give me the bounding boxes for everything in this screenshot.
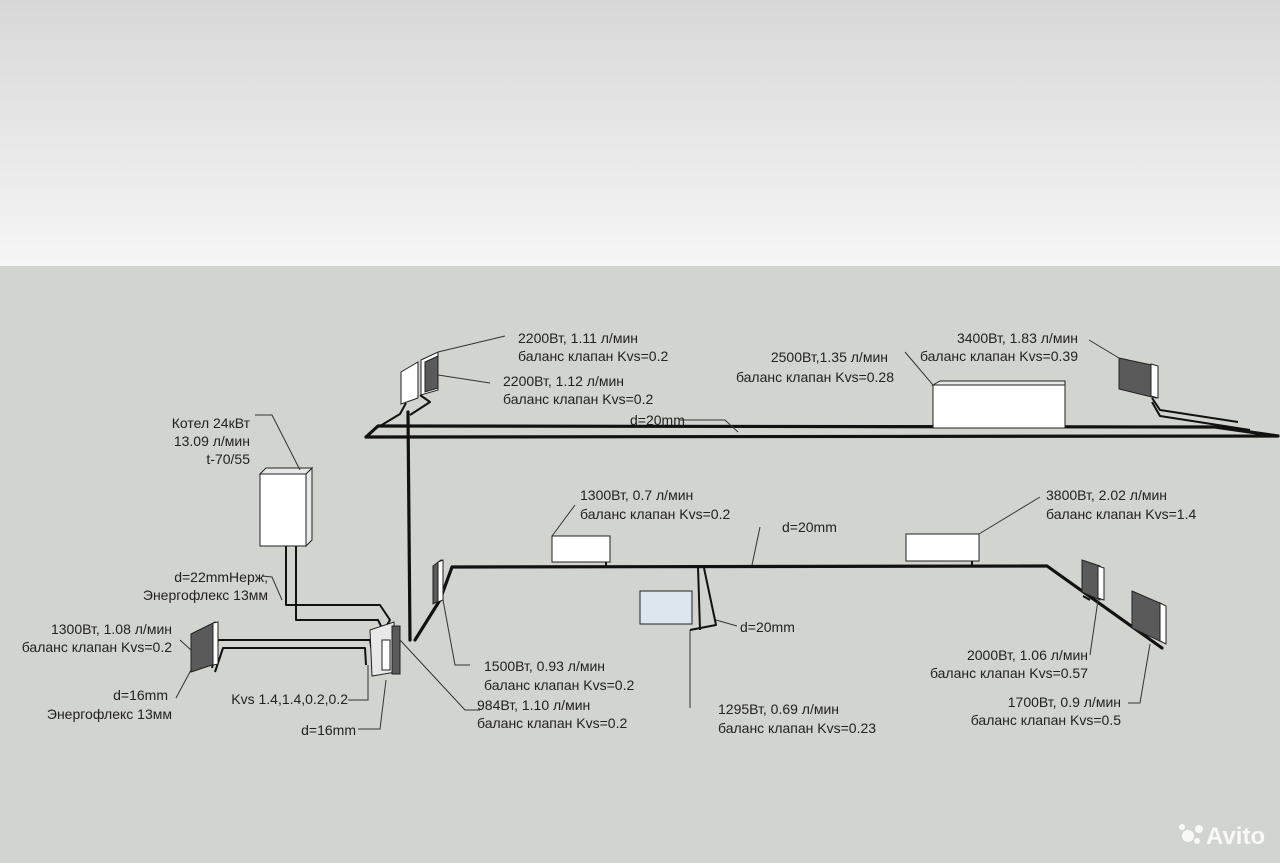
- radiator-top-middle: [931, 380, 1066, 429]
- radiator-lower-e-line1: 1295Вт, 0.69 л/мин: [718, 701, 839, 717]
- radiator-lower-c-line1: 1500Вт, 0.93 л/мин: [484, 658, 605, 674]
- radiator-top-front: [400, 361, 419, 405]
- sky: [0, 0, 1280, 266]
- radiator-lower-g-line2: баланс клапан Kvs=0.5: [971, 712, 1121, 728]
- pipe-lower-main: [438, 564, 1164, 650]
- pipe-network: [211, 394, 1280, 673]
- radiator-lower-c: [432, 559, 444, 605]
- radiator-lower-f-line2: баланс клапан Kvs=0.57: [930, 665, 1088, 681]
- manifold: [369, 621, 401, 677]
- pipe-left-label-2: Энергофлекс 13мм: [47, 706, 172, 722]
- radiator-top-front-line2: баланс клапан Kvs=0.2: [518, 348, 668, 364]
- leader-lines: [175, 335, 1151, 730]
- radiators: [190, 351, 1167, 673]
- pipe-top-main: [364, 424, 1280, 439]
- radiator-top-back-line2: баланс клапан Kvs=0.2: [503, 391, 653, 407]
- radiator-lower-c-line2: баланс клапан Kvs=0.2: [484, 677, 634, 693]
- radiator-lower-e: [639, 590, 693, 625]
- radiator-lower-a-line2: баланс клапан Kvs=0.2: [580, 506, 730, 522]
- manifold-kvs-label: Kvs 1.4,1.4,0.2,0.2: [231, 691, 348, 707]
- radiator-top-right: [1118, 357, 1159, 399]
- avito-watermark: Avito: [1179, 823, 1265, 850]
- avito-text: Avito: [1206, 823, 1265, 850]
- radiator-top-right-line2: баланс клапан Kvs=0.39: [920, 348, 1078, 364]
- radiator-top-back-line1: 2200Вт, 1.12 л/мин: [503, 373, 624, 389]
- pipe-branch-label: d=20mm: [740, 619, 795, 635]
- radiator-lower-g-line1: 1700Вт, 0.9 л/мин: [1008, 694, 1121, 710]
- manifold-d-label: d=16mm: [301, 722, 356, 738]
- radiator-lower-a-line1: 1300Вт, 0.7 л/мин: [580, 487, 693, 503]
- pipe-left-label-1: d=16mm: [113, 687, 168, 703]
- radiator-lower-e-line2: баланс клапан Kvs=0.23: [718, 720, 876, 736]
- radiator-lower-b-line1: 3800Вт, 2.02 л/мин: [1046, 487, 1167, 503]
- labels: Котел 24кВт 13.09 л/мин t-70/55 2200Вт, …: [22, 330, 1197, 738]
- radiator-top-middle-line2: баланс клапан Kvs=0.28: [736, 369, 894, 385]
- radiator-lower-a: [551, 535, 611, 563]
- radiator-lower-g: [1131, 590, 1167, 645]
- boiler-flow: 13.09 л/мин: [174, 433, 250, 449]
- radiator-lower-left: [190, 621, 219, 673]
- pipe-lower-branch: [689, 565, 717, 631]
- radiator-lower-d-line2: баланс клапан Kvs=0.2: [477, 715, 627, 731]
- radiator-top-front-line1: 2200Вт, 1.11 л/мин: [518, 330, 638, 346]
- pipe-top-right-branch: [1151, 397, 1251, 431]
- radiator-lower-f: [1081, 559, 1105, 601]
- ground-plane: [0, 266, 1280, 863]
- radiator-lower-d-line1: 984Вт, 1.10 л/мин: [477, 697, 590, 713]
- pipe-boiler-label-2: Энергофлекс 13мм: [143, 587, 268, 603]
- pipe-lower-main-label: d=20mm: [782, 519, 837, 535]
- pipe-top-left-branch: [379, 394, 431, 427]
- radiator-top-back: [420, 351, 439, 396]
- pipe-top-main-label: d=20mm: [630, 412, 685, 428]
- radiator-lower-b: [905, 533, 980, 562]
- boiler-unit: [258, 466, 314, 548]
- radiator-lower-left-line2: баланс клапан Kvs=0.2: [22, 639, 172, 655]
- avito-logo-icon: [1182, 830, 1194, 842]
- radiator-lower-f-line1: 2000Вт, 1.06 л/мин: [967, 647, 1088, 663]
- radiator-top-middle-line1: 2500Вт,1.35 л/мин: [771, 349, 888, 365]
- radiator-lower-b-line2: баланс клапан Kvs=1.4: [1046, 506, 1196, 522]
- pipe-boiler-label-1: d=22mmНерж,: [174, 569, 268, 585]
- pipe-riser: [406, 410, 412, 642]
- radiator-lower-left-line1: 1300Вт, 1.08 л/мин: [51, 621, 172, 637]
- boiler-name: Котел 24кВт: [172, 415, 251, 431]
- radiator-top-right-line1: 3400Вт, 1.83 л/мин: [957, 330, 1078, 346]
- pipe-lower-left-drop: [413, 598, 442, 642]
- boiler-temp: t-70/55: [206, 451, 250, 467]
